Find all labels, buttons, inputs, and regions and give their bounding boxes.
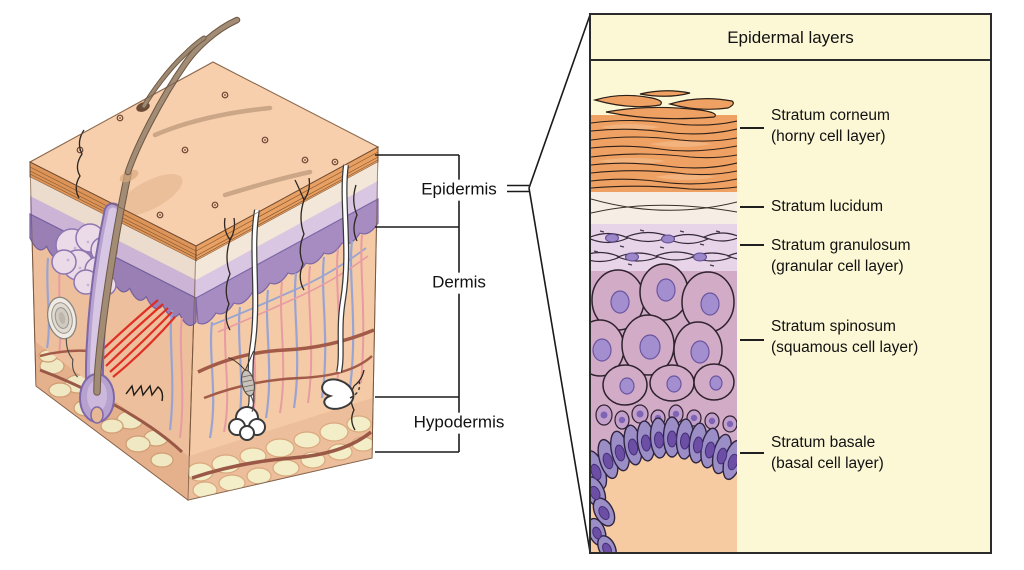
layer-name: Stratum granulosum	[771, 237, 911, 254]
layer-subname: (horny cell layer)	[771, 128, 886, 145]
sweat-gland	[228, 164, 361, 441]
connector-lines	[528, 14, 591, 553]
hypodermis-label: Hypodermis	[410, 412, 508, 434]
layer-name: Stratum spinosum	[771, 318, 896, 335]
stratum-spinosum-label: Stratum spinosum (squamous cell layer)	[771, 316, 918, 358]
stratum-basale-label: Stratum basale (basal cell layer)	[771, 432, 884, 474]
region-bracket	[375, 154, 529, 453]
epidermis-label: Epidermis	[418, 179, 500, 201]
layer-subname: (squamous cell layer)	[771, 339, 919, 356]
layer-strip-illustration	[591, 90, 737, 552]
layer-subname: (granular cell layer)	[771, 258, 904, 275]
pacinian-corpuscle	[46, 296, 79, 378]
dermis-label: Dermis	[429, 272, 489, 294]
hair-receptor	[228, 350, 256, 413]
dermal-papilla	[90, 406, 104, 424]
label-leader-lines	[740, 127, 764, 454]
stratum-lucidum-label: Stratum lucidum	[771, 196, 883, 217]
surface-hairs	[152, 105, 313, 198]
layer-name: Stratum corneum	[771, 107, 890, 124]
basale-cells	[591, 416, 737, 552]
panel-title: Epidermal layers	[727, 27, 854, 47]
stratum-corneum-label: Stratum corneum (horny cell layer)	[771, 105, 890, 147]
layer-name: Stratum lucidum	[771, 198, 883, 215]
skin-block	[28, 16, 380, 501]
epidermal-layers-panel	[589, 13, 992, 554]
epidermis-bands-front	[195, 146, 379, 325]
layer-name: Stratum basale	[771, 434, 876, 451]
layer-subname: (basal cell layer)	[771, 455, 884, 472]
stratum-granulosum-label: Stratum granulosum (granular cell layer)	[771, 235, 911, 277]
block-edges	[28, 61, 380, 501]
